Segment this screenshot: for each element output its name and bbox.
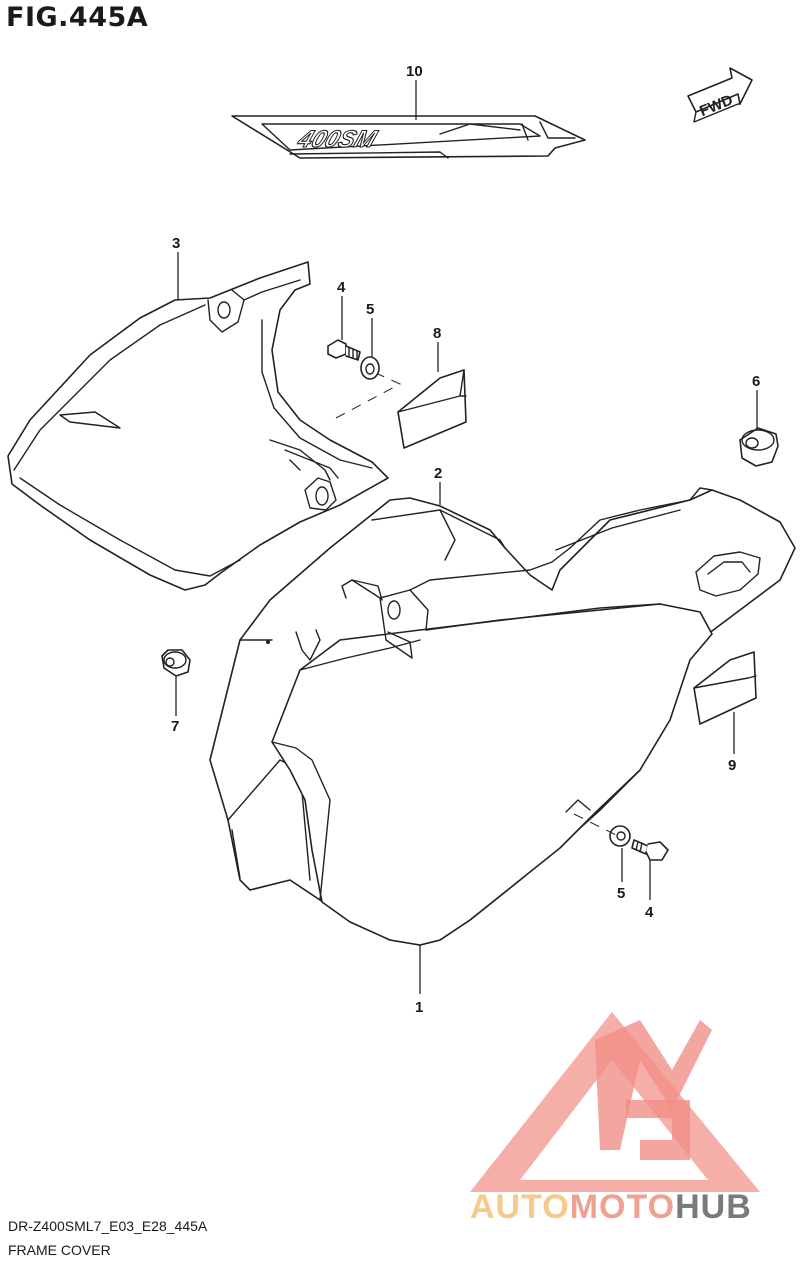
brand-hub: HUB — [675, 1188, 752, 1226]
callout-7: 7 — [171, 718, 179, 735]
part-6-grommet[interactable] — [739, 427, 779, 467]
fwd-direction-arrow: FWD — [687, 67, 753, 123]
watermark-logo — [470, 1012, 760, 1192]
leader-lines — [175, 80, 758, 994]
brand-auto: AUTO — [470, 1188, 570, 1226]
figure-title: FIG.445A — [6, 2, 149, 33]
callout-4-upper: 4 — [337, 279, 346, 296]
part-8-pad[interactable] — [397, 369, 467, 449]
callout-4-lower: 4 — [645, 904, 654, 921]
part-1-frame-cover[interactable] — [271, 487, 761, 946]
part-5-washer-lower[interactable] — [609, 825, 631, 847]
watermark-brand-text: AUTOMOTOHUB — [470, 1188, 752, 1226]
part-5-washer-upper[interactable] — [360, 356, 380, 380]
callout-3: 3 — [172, 235, 180, 252]
decal-text: 400SM — [293, 127, 381, 153]
callout-labels: 10 3 4 5 8 6 2 7 9 5 4 1 — [171, 63, 760, 1016]
part-9-pad[interactable] — [693, 651, 757, 725]
callout-5-upper: 5 — [366, 301, 374, 318]
section-name: FRAME COVER — [8, 1242, 111, 1258]
callout-9: 9 — [728, 757, 736, 774]
brand-moto: MOTO — [570, 1188, 675, 1226]
callout-5-lower: 5 — [617, 885, 625, 902]
part-4-bolt-upper[interactable] — [327, 339, 361, 361]
callout-8: 8 — [433, 325, 441, 342]
part-10-decal[interactable]: 400SM — [231, 115, 586, 159]
part-7-grommet[interactable] — [161, 649, 191, 677]
callout-1: 1 — [415, 999, 423, 1016]
model-code: DR-Z400SML7_E03_E28_445A — [8, 1218, 208, 1234]
svg-text:AUTOMOTOHUB: AUTOMOTOHUB — [470, 1188, 752, 1226]
callout-2: 2 — [434, 465, 442, 482]
callout-10: 10 — [406, 63, 423, 80]
part-4-bolt-lower[interactable] — [631, 839, 669, 861]
part-3-side-cover[interactable] — [7, 261, 389, 591]
callout-6: 6 — [752, 373, 760, 390]
